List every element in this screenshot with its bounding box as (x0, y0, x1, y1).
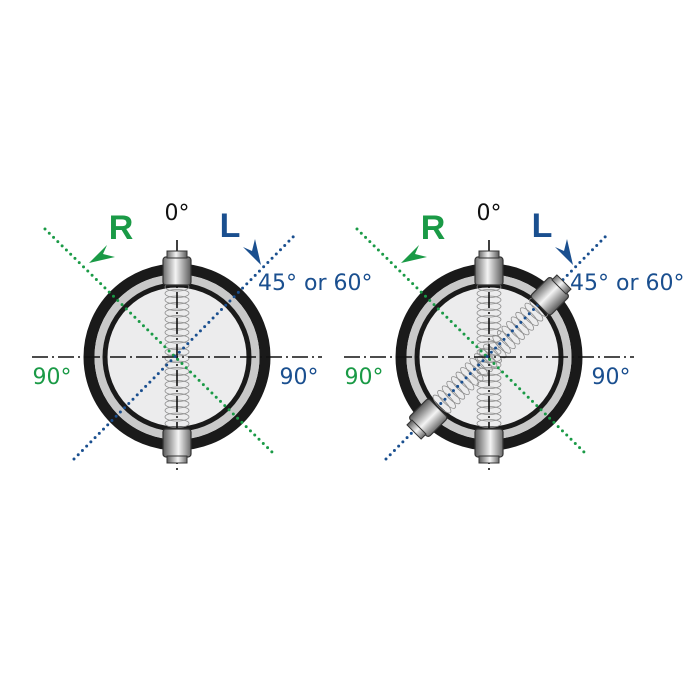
spring-coil (476, 308, 502, 318)
spring-coil (496, 330, 516, 350)
label-90-left: 90° (345, 365, 384, 390)
spring-coil (506, 321, 525, 340)
spring-coil (164, 308, 190, 318)
label-right-hand: R (421, 209, 446, 247)
spring-coil (455, 371, 475, 391)
spring-coil (492, 334, 512, 354)
right-hand-dotted-line (355, 227, 586, 454)
label-right-hand: R (109, 209, 134, 247)
spring-coil (164, 334, 190, 344)
roller (474, 428, 504, 464)
label-90-right: 90° (592, 365, 631, 390)
roller-cap (478, 455, 500, 464)
label-left-hand: L (532, 207, 553, 245)
roller-body (162, 428, 192, 458)
roller-cap (166, 250, 188, 259)
label-0-degrees: 0° (477, 201, 502, 226)
roller (406, 398, 448, 440)
roller-body (162, 256, 192, 286)
label-90-left: 90° (33, 365, 72, 390)
roller (474, 250, 504, 286)
spring-coil (464, 362, 484, 382)
label-angle: 45° or 60° (258, 271, 372, 296)
right-hand-dotted-line (43, 227, 274, 454)
left-arrow-icon (555, 239, 573, 265)
left-hand-dotted-line (72, 231, 299, 461)
spring-coil (460, 367, 479, 386)
left-arrow-icon (243, 239, 261, 265)
spring-coil (510, 316, 530, 336)
right-arrow-icon (89, 245, 115, 263)
roller-cap (406, 419, 427, 440)
spring-coil (476, 386, 502, 396)
spring-coil (164, 386, 190, 396)
right-arrow-icon (401, 245, 427, 263)
spring (432, 298, 548, 414)
spring-coil (164, 360, 190, 370)
label-left-hand: L (220, 207, 241, 245)
spring-coil (524, 302, 544, 322)
spring-coil (519, 307, 539, 327)
panel-single-spring: 0° R L 45° or 60° 90° 90° (32, 201, 372, 474)
roller-cap (551, 274, 572, 295)
spring-coil (473, 353, 493, 373)
roller (162, 428, 192, 464)
roller-body (474, 256, 504, 286)
spring-coil (437, 390, 456, 409)
label-angle: 45° or 60° (570, 271, 684, 296)
spring-coil (432, 394, 452, 414)
roller (162, 250, 192, 286)
spring-coil (476, 360, 502, 370)
panel-double-spring: 0° R L 45° or 60° 90° 90° (344, 201, 684, 474)
roller-body (474, 428, 504, 458)
spring-coil (515, 311, 535, 331)
label-0-degrees: 0° (165, 201, 190, 226)
spring-coil (476, 412, 502, 422)
spring-coil (501, 325, 521, 345)
roller-cap (166, 455, 188, 464)
spring-coil (164, 412, 190, 422)
label-90-right: 90° (280, 365, 319, 390)
spring-coil (476, 334, 502, 344)
spring-coil (451, 376, 470, 395)
roller (530, 274, 572, 316)
roller-cap (478, 250, 500, 259)
